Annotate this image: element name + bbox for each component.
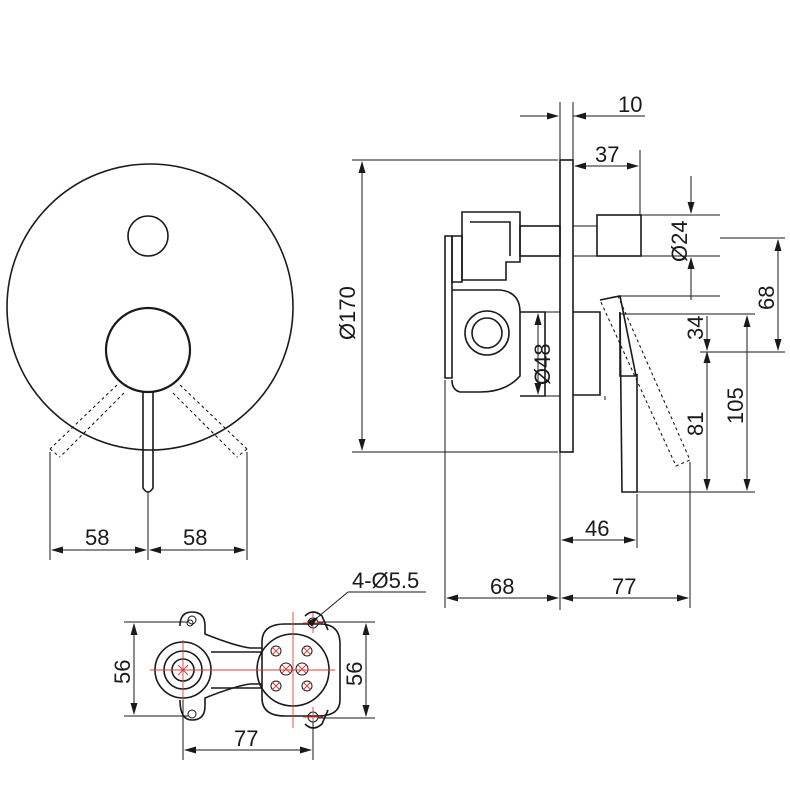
trim-plate bbox=[6, 163, 294, 451]
dim-base-left-56: 56 bbox=[110, 660, 135, 684]
diverter-knob bbox=[127, 215, 169, 257]
front-view: 58 58 bbox=[6, 163, 294, 560]
base-view: 4-Ø5.5 56 56 77 bbox=[110, 568, 426, 760]
dim-front-left: 58 bbox=[85, 525, 109, 550]
dim-side-68-right: 68 bbox=[754, 286, 779, 310]
dim-front-right: 58 bbox=[183, 525, 207, 550]
lever-handle bbox=[142, 392, 154, 493]
dim-side-bottom-77: 77 bbox=[612, 574, 636, 599]
dim-side-top-10: 10 bbox=[618, 92, 642, 117]
side-view: 10 37 Ø170 Ø24 68 bbox=[335, 92, 785, 610]
dim-side-top-37: 37 bbox=[595, 142, 619, 167]
handle-hub bbox=[104, 306, 192, 394]
dim-base-right-56: 56 bbox=[342, 662, 367, 686]
handle-side bbox=[573, 295, 691, 493]
dim-base-holes: 4-Ø5.5 bbox=[352, 568, 419, 593]
lever-rotation-left bbox=[49, 384, 125, 458]
dim-base-bottom-77: 77 bbox=[234, 726, 258, 751]
dim-side-105: 105 bbox=[723, 387, 748, 424]
dim-side-81: 81 bbox=[683, 412, 708, 436]
diverter-spindle bbox=[519, 225, 561, 257]
hole-markers bbox=[177, 646, 312, 691]
dim-side-46: 46 bbox=[585, 516, 609, 541]
dim-side-34: 34 bbox=[683, 316, 708, 340]
diverter-button bbox=[596, 214, 642, 257]
dim-side-diameter-24: Ø24 bbox=[667, 220, 692, 262]
dim-side-diameter-170: Ø170 bbox=[335, 286, 360, 340]
dim-side-diameter-48: Ø48 bbox=[530, 343, 555, 385]
valve-body bbox=[444, 211, 560, 397]
lever-rotation-right bbox=[172, 384, 248, 458]
dim-side-bottom-68: 68 bbox=[490, 574, 514, 599]
wall-plate bbox=[559, 159, 574, 453]
